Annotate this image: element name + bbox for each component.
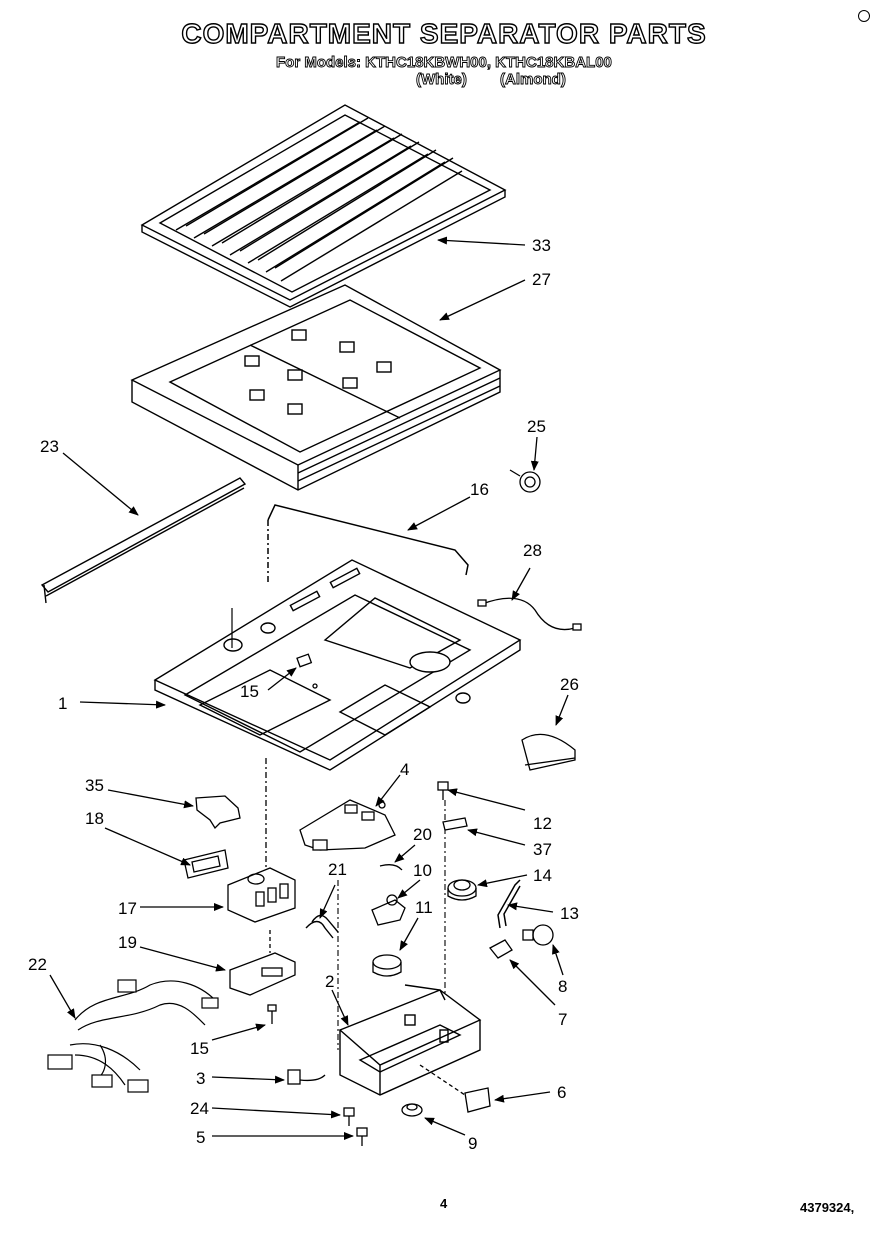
- callout-8: 8: [558, 977, 567, 996]
- leader-lines: [49, 236, 569, 1140]
- callout-18: 18: [85, 809, 104, 828]
- callout-7: 7: [558, 1010, 567, 1029]
- part-2-lower-housing: [338, 984, 482, 1096]
- corner-circle-mark: [858, 10, 870, 22]
- part-1-separator-pan: [153, 559, 522, 771]
- callout-21: 21: [328, 860, 347, 879]
- part-7-bracket: [489, 939, 513, 959]
- callout-3: 3: [196, 1069, 205, 1088]
- part-6-switch: [419, 1064, 491, 1113]
- part-10-thermostat: [371, 894, 406, 926]
- callout-9: 9: [468, 1134, 477, 1153]
- part-11-knob: [372, 954, 402, 977]
- callout-26: 26: [560, 675, 579, 694]
- callout-25: 25: [527, 417, 546, 436]
- part-3-clip: [287, 1069, 326, 1085]
- callout-6: 6: [557, 1083, 566, 1102]
- part-23-trim-strip: [40, 477, 247, 604]
- callout-23: 23: [40, 437, 59, 456]
- callout-14: 14: [533, 866, 552, 885]
- part-16-tube: [267, 504, 469, 585]
- callout-13: 13: [560, 904, 579, 923]
- part-9-nut: [401, 1103, 423, 1117]
- callout-10: 10: [413, 861, 432, 880]
- part-26-bracket: [521, 733, 576, 771]
- callout-24: 24: [190, 1099, 209, 1118]
- callout-15-upper: 15: [240, 682, 259, 701]
- variant-white: (White): [416, 71, 468, 89]
- callout-12: 12: [533, 814, 552, 833]
- part-24-screw: [343, 1107, 355, 1126]
- page-number: 4: [440, 1196, 448, 1211]
- callout-22: 22: [28, 955, 47, 974]
- part-4-control-board: [299, 799, 396, 851]
- callout-11: 11: [415, 898, 433, 917]
- callout-37: 37: [533, 840, 552, 859]
- part-8-light-bulb: [522, 924, 554, 946]
- part-28-wire: [477, 597, 582, 631]
- part-33-shelf-grille: [140, 104, 507, 308]
- part-18-plate: [183, 849, 229, 879]
- part-21-hose: [305, 880, 339, 1050]
- variant-almond: (Almond): [500, 71, 567, 89]
- callout-17: 17: [118, 899, 137, 918]
- part-35-grommet: [195, 795, 241, 830]
- part-12-screw: [437, 781, 449, 800]
- callout-27: 27: [532, 270, 551, 289]
- page-title: COMPARTMENT SEPARATOR PARTS: [181, 17, 707, 49]
- part-15-screw-upper: [296, 653, 318, 689]
- part-13-tube: [497, 879, 521, 929]
- callout-33: 33: [532, 236, 551, 255]
- part-22-wire-harness: [47, 979, 219, 1093]
- part-5-screw: [356, 1127, 368, 1146]
- part-15-screw: [267, 1004, 277, 1024]
- callout-19: 19: [118, 933, 137, 952]
- callout-28: 28: [523, 541, 542, 560]
- part-17-control-housing: [227, 758, 296, 923]
- callout-labels: 33 27 23 25 16 28 1 15 26 35 4 12 37 18 …: [28, 236, 579, 1153]
- part-25-knob: [509, 469, 541, 493]
- callout-15-lower: 15: [190, 1039, 209, 1058]
- document-number: 4379324,: [800, 1200, 855, 1215]
- callout-5: 5: [196, 1128, 205, 1147]
- part-20-wire-link: [379, 864, 403, 871]
- callout-1: 1: [58, 694, 67, 713]
- callout-16: 16: [470, 480, 489, 499]
- models-line: For Models: KTHC18KBWH00, KTHC18KBAL00: [276, 54, 613, 72]
- part-27-separator-cover: [130, 284, 502, 491]
- part-37-clip: [442, 817, 468, 831]
- callout-20: 20: [413, 825, 432, 844]
- part-19-bracket: [229, 930, 296, 996]
- callout-4: 4: [400, 760, 409, 779]
- callout-2: 2: [325, 972, 334, 991]
- part-14-lamp-socket: [444, 800, 477, 1010]
- callout-35: 35: [85, 776, 104, 795]
